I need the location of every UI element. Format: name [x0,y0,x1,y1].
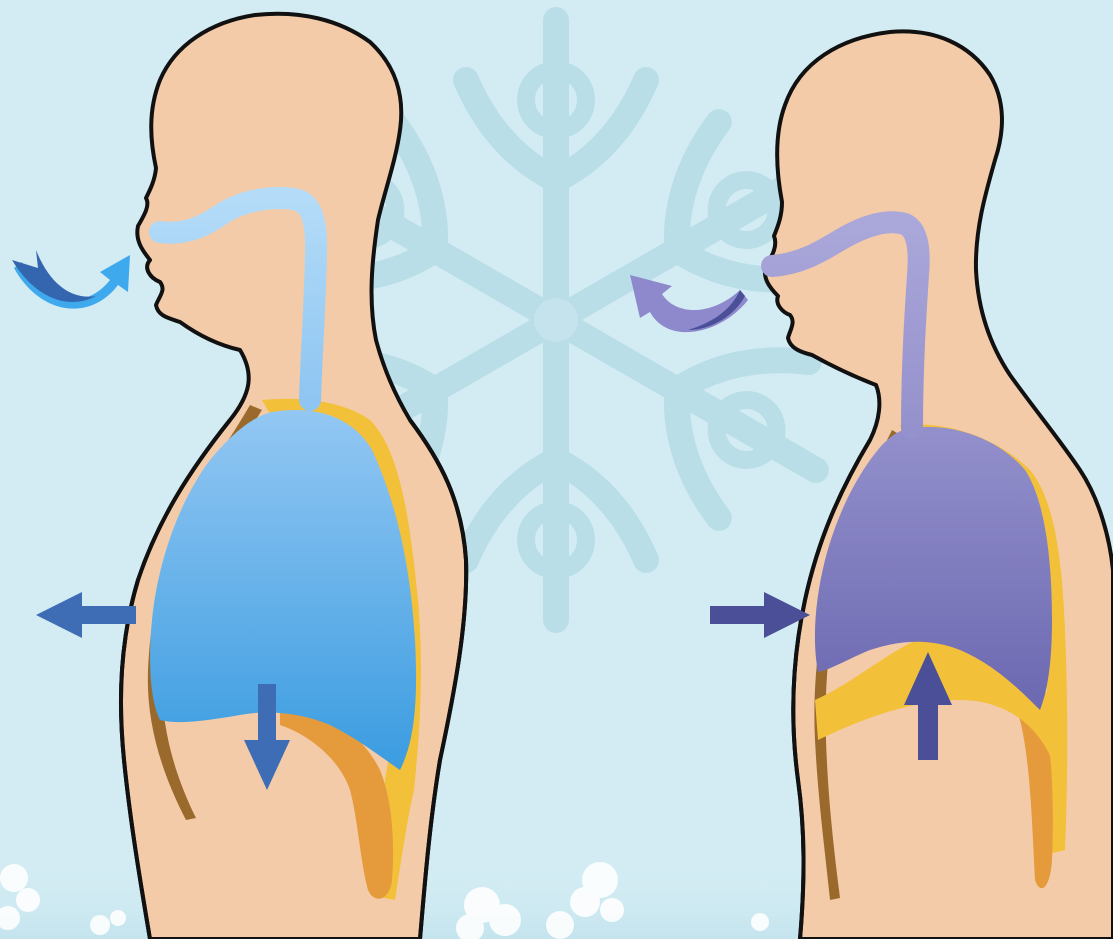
diagram-canvas [0,0,1113,939]
breathing-diagram [0,0,1113,939]
